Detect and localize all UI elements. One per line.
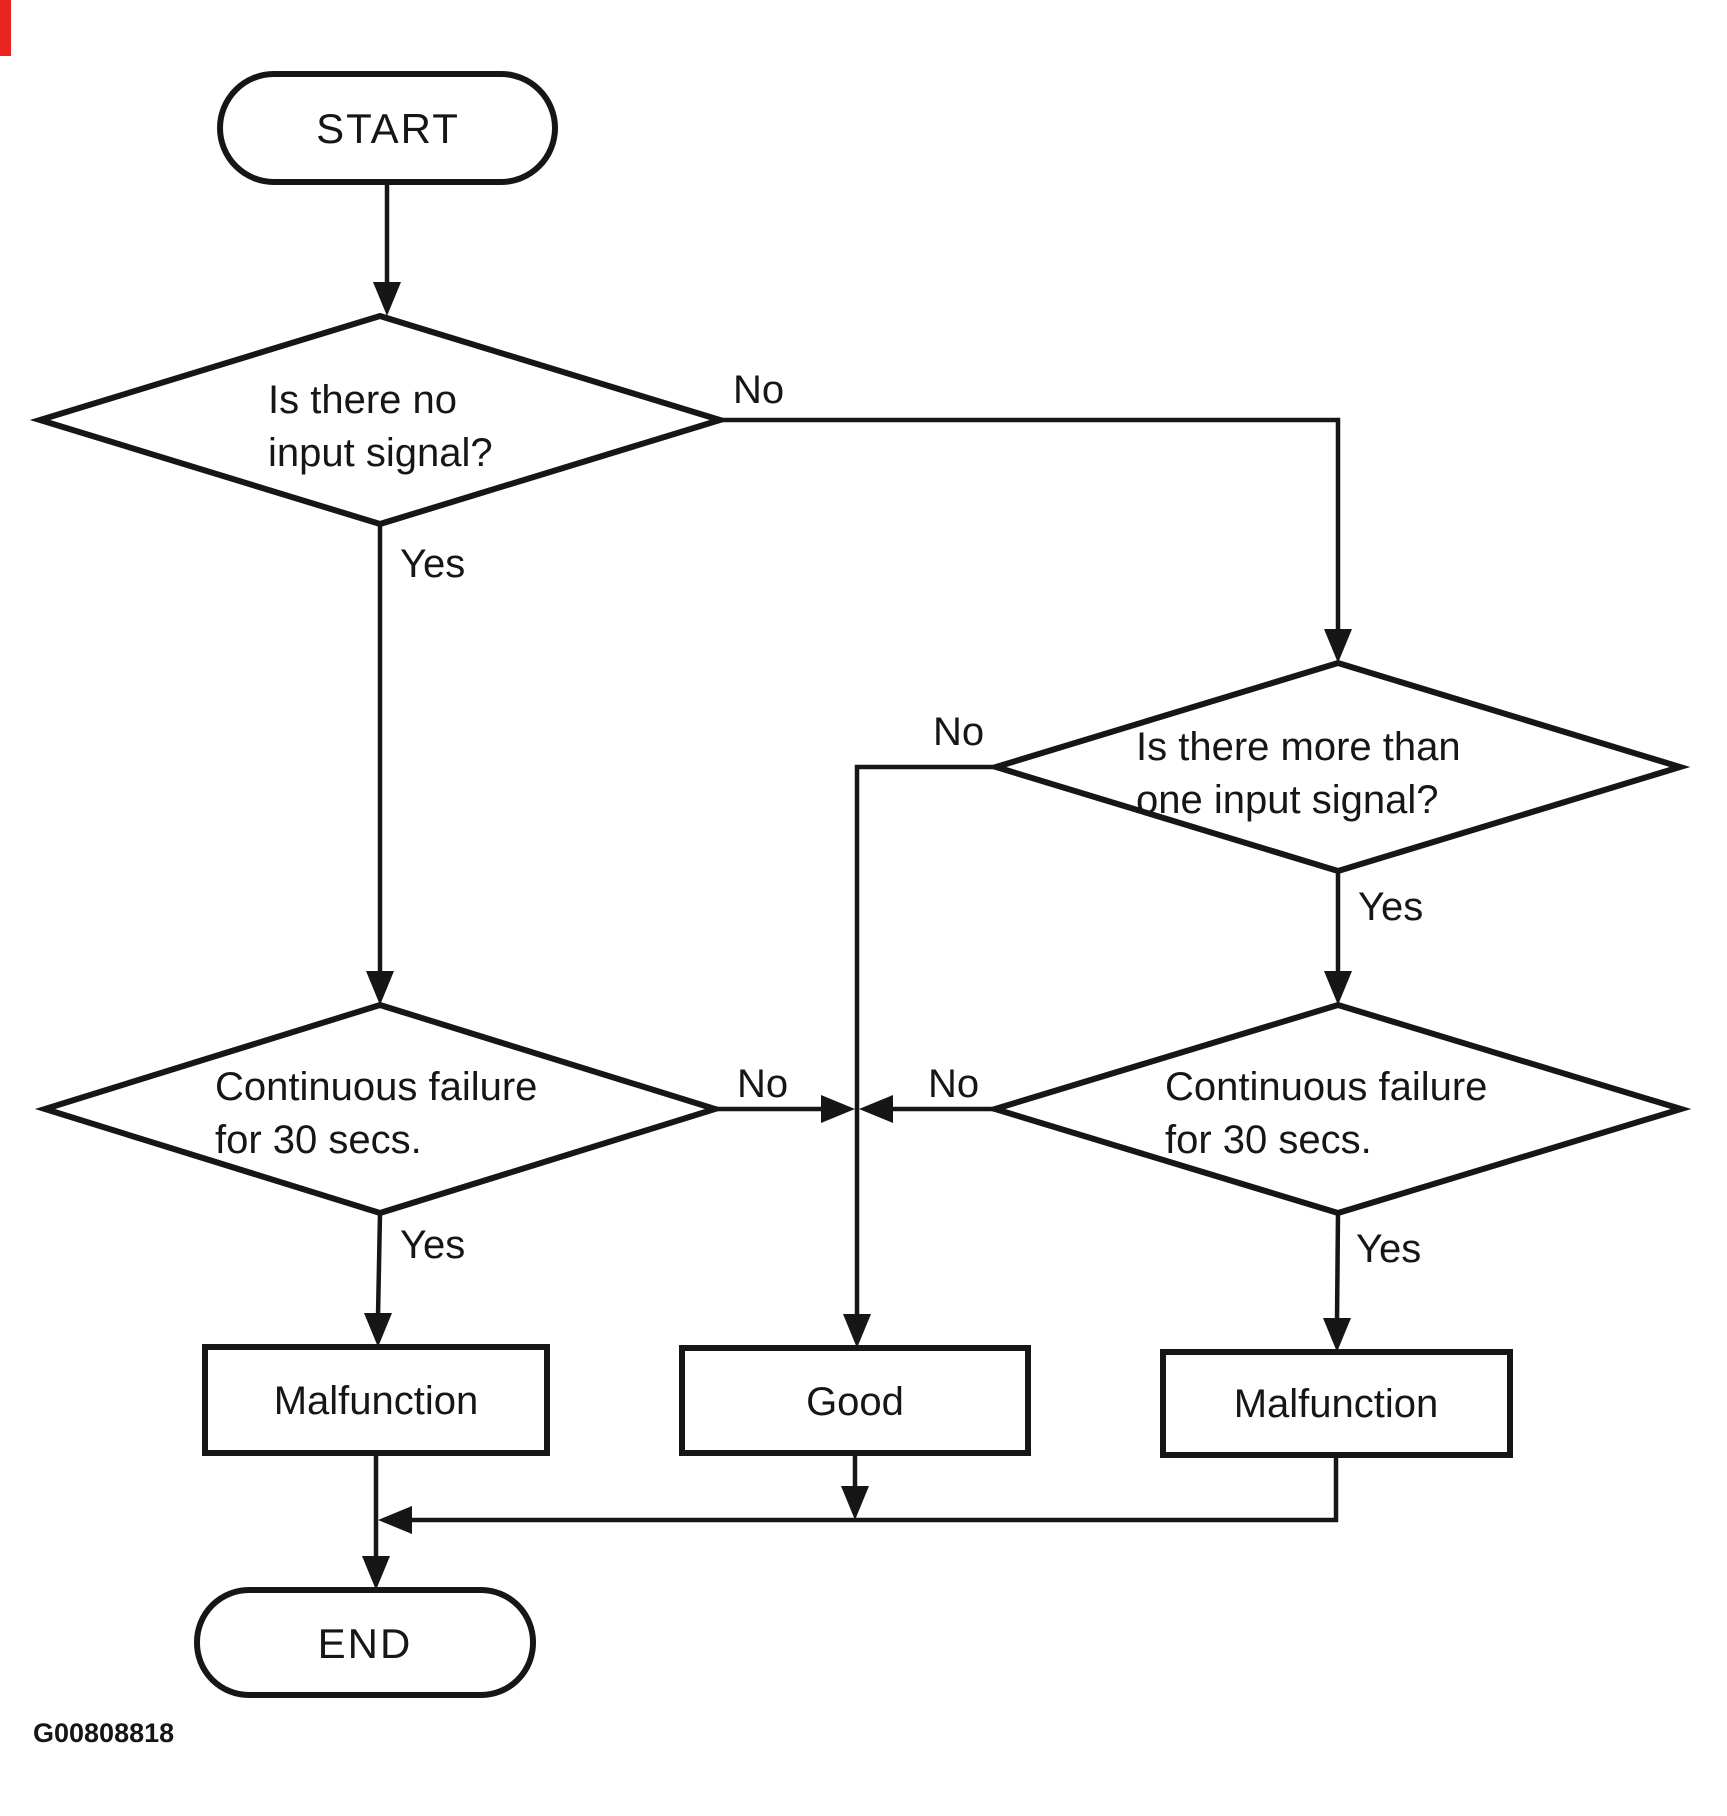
decision-text-line1: Is there no	[268, 378, 457, 422]
edge-d2-no-to-good	[854, 764, 996, 1318]
decision-continuous-failure-right: Continuous failure for 30 secs.	[984, 1001, 1692, 1217]
decision-diamond	[985, 659, 1691, 875]
malfunction-left-node: Malfunction	[202, 1344, 550, 1456]
edge-d4-yes-to-malfunction-right	[1334, 1212, 1341, 1323]
decision-diamond	[34, 1001, 726, 1217]
end-node: END	[194, 1587, 536, 1698]
edge-label-yes: Yes	[400, 1223, 465, 1267]
end-label: END	[318, 1620, 413, 1667]
red-scan-mark	[0, 0, 11, 56]
decision-diamond	[29, 312, 731, 528]
start-terminal-shape	[217, 71, 558, 185]
edge-d1-no-to-d2	[720, 417, 1341, 633]
process-box	[1160, 1349, 1513, 1458]
decision-text-line1: Continuous failure	[1165, 1065, 1487, 1109]
arrowhead-down-icon	[843, 1314, 871, 1348]
process-label: Good	[806, 1380, 904, 1424]
arrowhead-right-icon	[821, 1095, 855, 1123]
decision-more-than-one-input: Is there more than one input signal?	[985, 659, 1691, 875]
edge-label-no: No	[933, 710, 984, 754]
arrowhead-down-icon	[1324, 971, 1352, 1005]
arrowhead-down-icon	[364, 1313, 392, 1347]
start-node: START	[217, 71, 558, 185]
arrowhead-left-icon	[378, 1506, 412, 1534]
decision-text-line1: Is there more than	[1136, 725, 1461, 769]
edge-d3-yes-to-malfunction-left	[375, 1212, 383, 1318]
edge-labels: No Yes No Yes No No Yes Yes	[400, 368, 1423, 1271]
process-label: Malfunction	[1234, 1382, 1439, 1426]
decision-no-input-signal: Is there no input signal?	[29, 312, 731, 528]
edges	[362, 182, 1352, 1590]
start-label: START	[316, 105, 460, 152]
arrowhead-down-icon	[1323, 1318, 1351, 1352]
decision-text-line2: input signal?	[268, 431, 493, 475]
arrowhead-down-icon	[362, 1556, 390, 1590]
edge-label-yes: Yes	[1358, 885, 1423, 929]
arrowhead-down-icon	[841, 1486, 869, 1520]
decision-continuous-failure-left: Continuous failure for 30 secs.	[34, 1001, 726, 1217]
edge-malfunction-right-collector	[408, 1455, 1339, 1523]
process-box	[202, 1344, 550, 1456]
arrowhead-down-icon	[373, 282, 401, 316]
decision-text-line2: one input signal?	[1136, 778, 1438, 822]
end-terminal-shape	[194, 1587, 536, 1698]
arrowhead-down-icon	[1324, 629, 1352, 663]
edge-label-no: No	[737, 1062, 788, 1106]
edge-label-no: No	[733, 368, 784, 412]
decision-text-line2: for 30 secs.	[215, 1118, 422, 1162]
edge-label-yes: Yes	[400, 542, 465, 586]
decision-text-line1: Continuous failure	[215, 1065, 537, 1109]
figure-code: G00808818	[33, 1718, 174, 1748]
malfunction-right-node: Malfunction	[1160, 1349, 1513, 1458]
decision-diamond	[984, 1001, 1692, 1217]
process-label: Malfunction	[274, 1379, 479, 1423]
process-box	[679, 1345, 1031, 1456]
decision-text-line2: for 30 secs.	[1165, 1118, 1372, 1162]
edge-label-yes: Yes	[1356, 1227, 1421, 1271]
arrowhead-down-icon	[366, 971, 394, 1005]
edge-label-no: No	[928, 1062, 979, 1106]
arrowhead-left-icon	[859, 1095, 893, 1123]
good-node: Good	[679, 1345, 1031, 1456]
